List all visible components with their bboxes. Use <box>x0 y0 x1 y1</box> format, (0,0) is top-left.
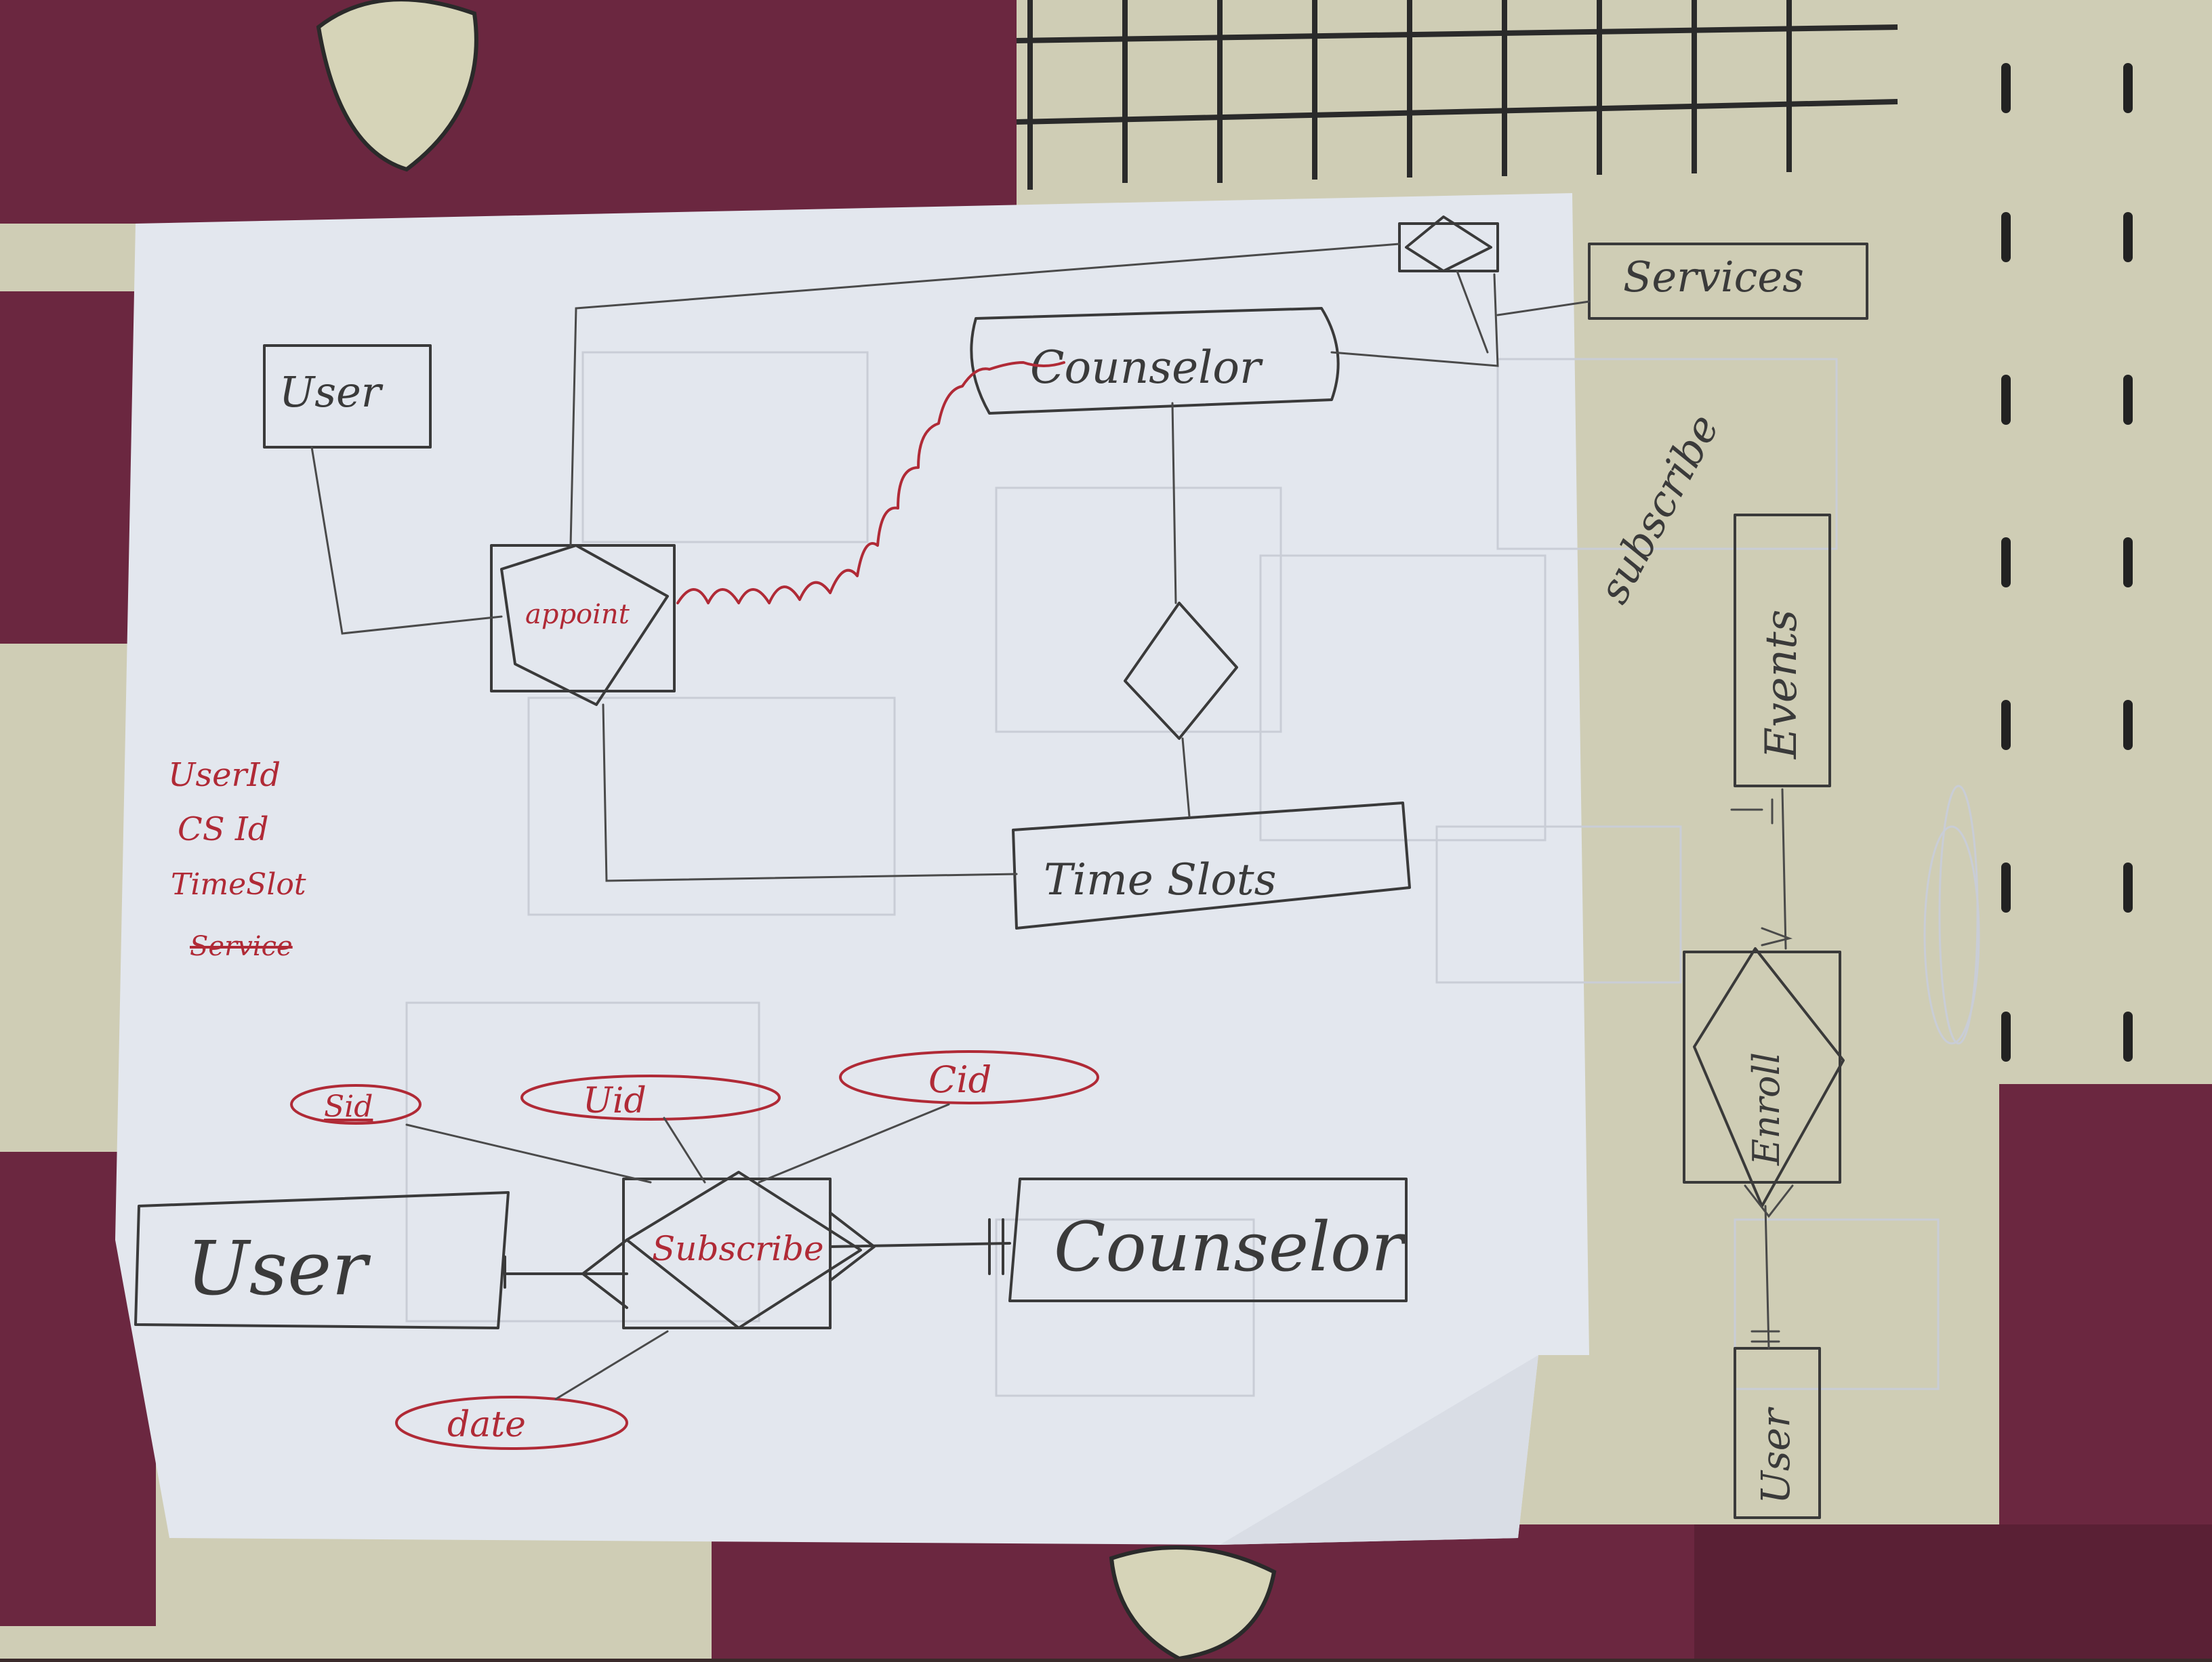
note-line-3: TimeSlot <box>171 867 306 902</box>
entity-counselor-top-label: Counselor <box>1030 341 1263 394</box>
attribute-sid: Sid <box>290 1084 422 1125</box>
enroll-connectors <box>1744 1184 1794 1350</box>
relationship-enroll: Enroll <box>1683 947 1845 1207</box>
attribute-date-label: date <box>447 1405 526 1445</box>
relationship-subscribe: Subscribe <box>622 1171 862 1329</box>
attribute-cid: Cid <box>839 1050 1099 1104</box>
show-through-marks <box>405 351 1980 1397</box>
note-line-4: Service <box>190 931 293 962</box>
attribute-uid: Uid <box>520 1075 781 1121</box>
paper-sheet <box>115 193 1589 1545</box>
entity-time-slots: Time Slots <box>1012 802 1411 930</box>
attribute-date: date <box>395 1396 628 1450</box>
entity-time-slots-label: Time Slots <box>1044 855 1276 905</box>
relationship-subscribe-label: Subscribe <box>652 1229 824 1268</box>
relationship-appoint-label: appoint <box>525 599 630 630</box>
entity-counselor-bottom-label: Counselor <box>1054 1207 1407 1287</box>
entity-events: Events <box>1734 514 1831 787</box>
entity-user-top-label: User <box>279 367 384 417</box>
note-line-2: CS Id <box>178 810 269 848</box>
bottom-diagram: User Counselor Subscribe Sid Uid Cid <box>134 947 1845 1519</box>
notes-block: UserId CS Id TimeSlot Service <box>168 756 306 962</box>
relationship-enroll-label: Enroll <box>1745 1052 1788 1166</box>
entity-counselor-top: Counselor <box>970 307 1340 415</box>
entity-user-bottom: User <box>134 1191 510 1329</box>
entity-user-top: User <box>263 344 432 449</box>
attribute-sid-label: Sid <box>324 1089 373 1124</box>
entity-user-bottom-label: User <box>186 1225 371 1312</box>
attribute-connectors <box>405 1103 950 1400</box>
entity-services: Services <box>1588 243 1868 320</box>
entity-user-vertical-label: User <box>1753 1407 1799 1504</box>
red-scribble-connector <box>676 361 1065 604</box>
attribute-cid-label: Cid <box>928 1058 991 1101</box>
entity-user-vertical: User <box>1734 1347 1821 1519</box>
entity-events-label: Events <box>1757 609 1807 760</box>
entity-counselor-bottom: Counselor <box>1008 1178 1408 1302</box>
relationship-counselor-services <box>1398 215 1499 272</box>
entity-services-label: Services <box>1623 252 1804 302</box>
note-line-1: UserId <box>168 756 281 794</box>
bottom-connectors <box>504 1211 1011 1309</box>
top-connectors <box>310 243 1793 950</box>
relationship-counselor-timeslots <box>1124 602 1238 740</box>
attribute-uid-label: Uid <box>583 1081 647 1121</box>
margin-ghost-note <box>1938 785 1979 1045</box>
